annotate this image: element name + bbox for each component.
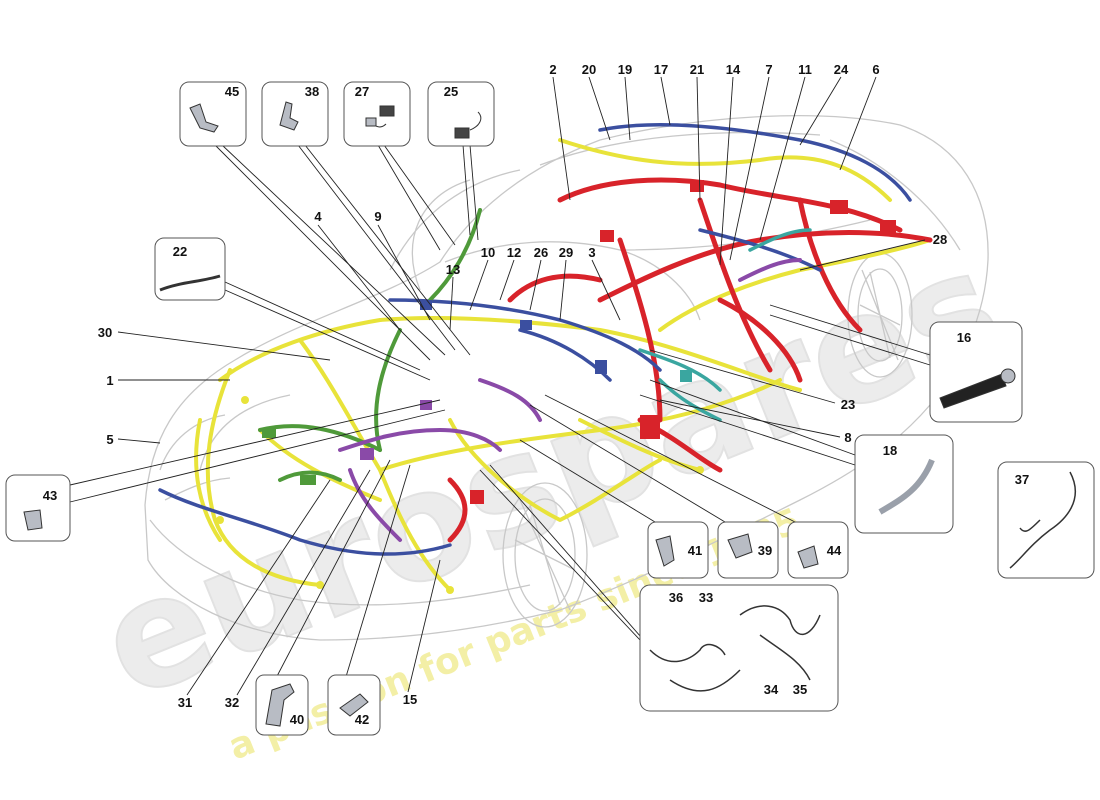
bracket-icon (189, 103, 219, 133)
part-label-16: 16 (957, 330, 971, 345)
detail-box-37 (997, 461, 1095, 579)
cable-icon (649, 605, 821, 692)
bracket-icon (797, 545, 819, 569)
part-label-18: 18 (883, 443, 897, 458)
part-label-8: 8 (844, 430, 851, 445)
detail-box-22 (154, 237, 226, 301)
part-label-20: 20 (582, 62, 596, 77)
part-label-25: 25 (444, 84, 458, 99)
connector-icon (454, 111, 482, 139)
part-label-2: 2 (549, 62, 556, 77)
part-label-45: 45 (225, 84, 239, 99)
part-label-21: 21 (690, 62, 704, 77)
part-label-44: 44 (827, 543, 842, 558)
part-label-22: 22 (173, 244, 187, 259)
bracket-icon (655, 535, 675, 567)
part-label-39: 39 (758, 543, 772, 558)
part-label-11: 11 (798, 62, 812, 77)
detail-box-43 (5, 474, 71, 542)
detail-icons (23, 101, 1077, 727)
leader-lines (69, 76, 931, 696)
detail-box-18 (854, 434, 954, 534)
cable-icon (159, 274, 221, 292)
part-label-9: 9 (374, 209, 381, 224)
part-label-7: 7 (765, 62, 772, 77)
part-label-14: 14 (726, 62, 741, 77)
connector-icon (365, 105, 395, 128)
part-label-27: 27 (355, 84, 369, 99)
part-label-4: 4 (314, 209, 322, 224)
part-label-6: 6 (872, 62, 879, 77)
part-label-13: 13 (446, 262, 460, 277)
detail-box-38 (261, 81, 329, 147)
detail-box-45 (179, 81, 247, 147)
part-label-5: 5 (106, 432, 113, 447)
part-label-3: 3 (588, 245, 595, 260)
part-label-12: 12 (507, 245, 521, 260)
part-label-42: 42 (355, 712, 369, 727)
cable-icon (878, 458, 935, 515)
part-label-38: 38 (305, 84, 319, 99)
part-label-33: 33 (699, 590, 713, 605)
part-label-23: 23 (841, 397, 855, 412)
part-label-19: 19 (618, 62, 632, 77)
bracket-icon (265, 683, 295, 727)
part-label-30: 30 (98, 325, 112, 340)
part-label-1: 1 (106, 373, 113, 388)
detail-box-33-36 (639, 584, 839, 712)
tube-icon (939, 373, 1007, 409)
part-label-43: 43 (43, 488, 57, 503)
detail-box-25 (427, 81, 495, 147)
part-labels: 2 20 19 17 21 14 7 11 24 6 45 38 27 25 2… (43, 62, 1029, 727)
part-label-36: 36 (669, 590, 683, 605)
part-label-17: 17 (654, 62, 668, 77)
bracket-icon (727, 533, 753, 559)
wiring-harness (158, 123, 933, 594)
part-label-32: 32 (225, 695, 239, 710)
part-label-37: 37 (1015, 472, 1029, 487)
cable-icon (1009, 471, 1077, 569)
part-label-24: 24 (834, 62, 849, 77)
bracket-icon (279, 101, 299, 131)
detail-box-27 (343, 81, 411, 147)
part-label-35: 35 (793, 682, 807, 697)
part-label-28: 28 (933, 232, 947, 247)
part-label-41: 41 (688, 543, 702, 558)
part-label-31: 31 (178, 695, 192, 710)
part-label-15: 15 (403, 692, 417, 707)
part-label-40: 40 (290, 712, 304, 727)
part-label-26: 26 (534, 245, 548, 260)
bracket-icon (339, 693, 369, 717)
part-label-34: 34 (764, 682, 779, 697)
part-label-29: 29 (559, 245, 573, 260)
part-label-10: 10 (481, 245, 495, 260)
bracket-icon (23, 509, 43, 531)
